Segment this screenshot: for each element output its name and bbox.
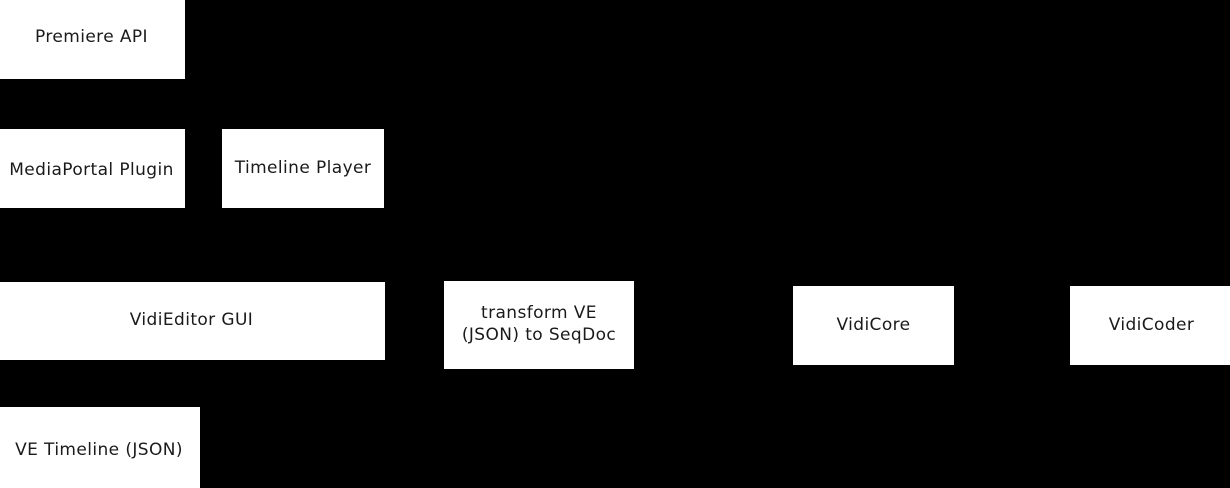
node-label: Premiere API [35, 26, 148, 47]
node-label: VidiEditor GUI [129, 310, 254, 331]
diagram-node-ve-timeline[interactable]: VE Timeline (JSON) [0, 407, 200, 488]
diagram-node-transform-ve[interactable]: transform VE (JSON) to SeqDoc [444, 281, 634, 369]
diagram-node-mediaportal-plugin[interactable]: MediaPortal Plugin [0, 129, 185, 208]
diagram-node-vidieditor-gui[interactable]: VidiEditor GUI [0, 282, 385, 360]
diagram-node-vidicore[interactable]: VidiCore [793, 286, 954, 365]
node-label: VidiCoder [1108, 314, 1195, 335]
node-label: Timeline Player [234, 157, 372, 178]
diagram-node-vidicoder[interactable]: VidiCoder [1070, 286, 1230, 365]
node-label: VidiCore [836, 314, 911, 335]
diagram-node-premiere-api[interactable]: Premiere API [0, 0, 185, 79]
node-label: MediaPortal Plugin [9, 159, 174, 180]
node-label: transform VE (JSON) to SeqDoc [461, 303, 617, 345]
diagram-node-timeline-player[interactable]: Timeline Player [222, 129, 384, 208]
node-label: VE Timeline (JSON) [15, 439, 183, 460]
